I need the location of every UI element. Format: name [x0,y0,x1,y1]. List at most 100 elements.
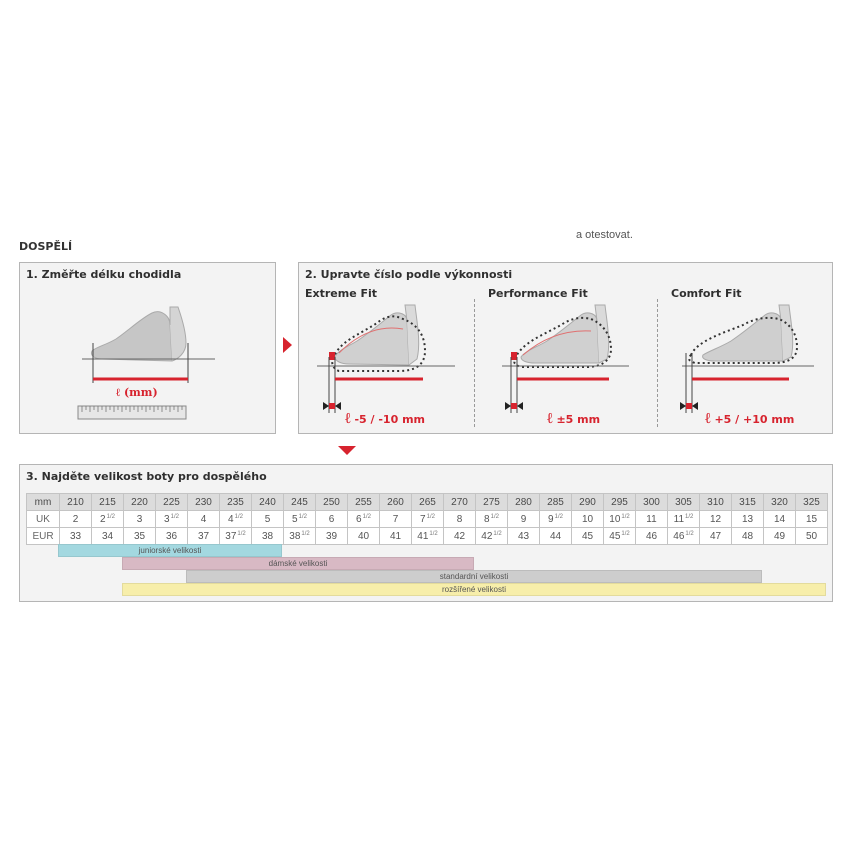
mm-cell-value: 315 [739,496,756,508]
eur-cell: 42 [443,527,476,545]
mm-cell: 275 [475,493,508,511]
uk-cell: 111/2 [667,510,700,528]
eur-cell-value: 45 [581,530,594,542]
performance-fit-label: ℓ ±5 mm [547,409,600,428]
size-chart-panel: 3. Najděte velikost boty pro dospělého m… [19,464,833,602]
length-label: ℓ (mm) [116,386,158,399]
uk-cell: 2 [59,510,92,528]
mm-cell-value: 245 [291,496,308,508]
mm-cell-value: 220 [131,496,148,508]
uk-cell: 14 [763,510,796,528]
mm-cell: 220 [123,493,156,511]
eur-cell: 421/2 [475,527,508,545]
eur-cell: 36 [155,527,188,545]
eur-cell-value: 37 [197,530,210,542]
band-junior: juniorské velikosti [58,544,282,557]
mm-cell: 295 [603,493,636,511]
mm-cell: 235 [219,493,252,511]
mm-cell: 285 [539,493,572,511]
uk-cell: 13 [731,510,764,528]
mm-cell: 250 [315,493,348,511]
mm-cell: 325 [795,493,828,511]
uk-cell-value: 9 [548,513,554,525]
uk-cell: 8 [443,510,476,528]
eur-cell-value: 35 [133,530,146,542]
uk-cell-value: 3 [164,513,170,525]
eur-cell: 35 [123,527,156,545]
eur-cell: 47 [699,527,732,545]
section-title: DOSPĚLÍ [19,240,73,253]
half-size-mark: 1/2 [362,513,371,520]
mm-cell-value: 325 [803,496,820,508]
half-size-mark: 1/2 [621,530,630,537]
uk-cell: 9 [507,510,540,528]
fit-title-performance: Performance Fit [488,287,588,300]
half-size-mark: 1/2 [106,513,115,520]
mm-cell: 310 [699,493,732,511]
eur-cell: 50 [795,527,828,545]
uk-cell-value: 6 [328,513,335,525]
fit-title-comfort: Comfort Fit [671,287,742,300]
row-header-mm: mm [26,493,60,511]
eur-cell-value: 36 [165,530,178,542]
step2-title: 2. Upravte číslo podle výkonnosti [305,268,513,281]
eur-cell-value: 46 [645,530,658,542]
eur-cell-value: 37 [225,530,237,542]
comfort-fit-value: +5 / +10 mm [714,413,795,426]
uk-cell-value: 11 [646,513,657,525]
mm-cell-value: 240 [259,496,276,508]
mm-cell-value: 305 [675,496,692,508]
half-size-mark: 1/2 [298,513,307,520]
half-size-mark: 1/2 [685,513,694,520]
mm-cell-value: 300 [643,496,660,508]
uk-cell: 51/2 [283,510,316,528]
eur-cell-value: 42 [453,530,466,542]
uk-cell-value: 8 [484,513,490,525]
mm-cell-value: 290 [579,496,596,508]
eur-cell-value: 46 [673,530,685,542]
eur-cell: 34 [91,527,124,545]
mm-cell: 240 [251,493,284,511]
fit-illustrations [317,304,814,413]
uk-cell: 10 [571,510,604,528]
eur-cell: 461/2 [667,527,700,545]
mm-cell-value: 250 [323,496,340,508]
mm-cell: 260 [379,493,412,511]
uk-cell: 7 [379,510,412,528]
uk-cell-value: 10 [581,513,594,525]
uk-cell-value: 4 [228,513,234,525]
foot-icon [91,306,187,362]
uk-cell-value: 3 [136,513,143,525]
uk-cell-value: 12 [709,513,722,525]
mm-cell: 225 [155,493,188,511]
uk-cell-value: 4 [200,513,207,525]
mm-cell-value: 285 [547,496,564,508]
mm-cell: 210 [59,493,92,511]
divider [657,299,658,427]
uk-cell-value: 10 [609,513,621,525]
fit-title-extreme: Extreme Fit [305,287,378,300]
eur-cell-value: 49 [773,530,786,542]
half-size-mark: 1/2 [554,513,563,520]
mm-cell-value: 265 [419,496,436,508]
uk-cell: 3 [123,510,156,528]
eur-cell-value: 45 [609,530,621,542]
eur-cell-value: 38 [289,530,301,542]
mm-cell: 215 [91,493,124,511]
uk-cell: 81/2 [475,510,508,528]
eur-cell: 44 [539,527,572,545]
eur-cell: 41 [379,527,412,545]
performance-fit-illustration [502,304,629,413]
extreme-fit-label: ℓ -5 / -10 mm [345,409,425,428]
mm-cell-value: 225 [163,496,180,508]
mm-cell-value: 275 [483,496,500,508]
uk-cell: 41/2 [219,510,252,528]
uk-cell-value: 15 [805,513,818,525]
eur-cell: 381/2 [283,527,316,545]
eur-cell-value: 41 [417,530,429,542]
uk-cell: 4 [187,510,220,528]
half-size-mark: 1/2 [493,530,502,537]
foot-measure-illustration [77,306,215,420]
